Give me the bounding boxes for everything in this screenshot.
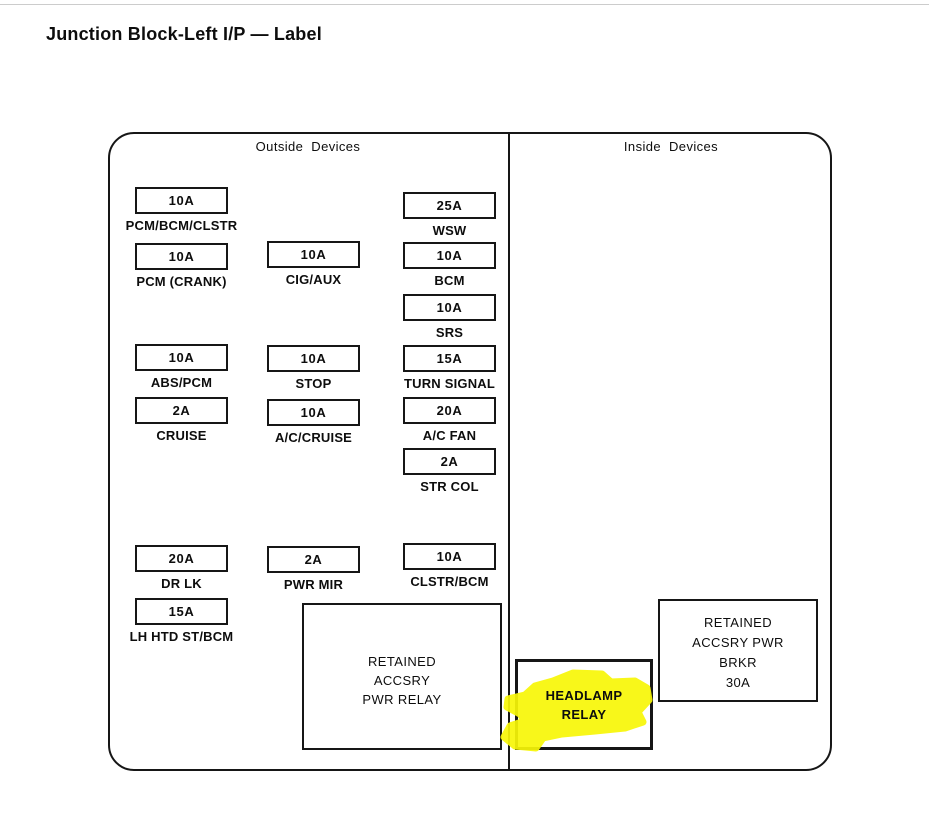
fuse-label: BCM bbox=[434, 273, 465, 288]
fuse-str-col: 2A STR COL bbox=[403, 448, 496, 494]
fuse-pcm-crank: 10A PCM (CRANK) bbox=[135, 243, 228, 289]
fuse-label: STR COL bbox=[420, 479, 479, 494]
fuse-amp: 20A bbox=[135, 545, 228, 572]
fuse-pcm-bcm-clstr: 10A PCM/BCM/CLSTR bbox=[126, 187, 237, 233]
fuse-abs-pcm: 10A ABS/PCM bbox=[135, 344, 228, 390]
box-text-line: RETAINED bbox=[704, 614, 772, 630]
box-text-line: 30A bbox=[725, 674, 751, 690]
fuse-label: STOP bbox=[295, 376, 332, 391]
fuse-label: DR LK bbox=[161, 576, 202, 591]
fuse-amp: 10A bbox=[135, 344, 228, 371]
fuse-label: TURN SIGNAL bbox=[403, 376, 496, 391]
fuse-amp: 2A bbox=[403, 448, 496, 475]
fuse-cig-aux: 10A CIG/AUX bbox=[267, 241, 360, 287]
page-top-edge bbox=[0, 4, 929, 5]
fuse-label: SRS bbox=[435, 325, 464, 340]
fuse-lh-htd-st-bcm: 15A LH HTD ST/BCM bbox=[130, 598, 233, 644]
fuse-amp: 10A bbox=[135, 187, 228, 214]
fuse-amp: 15A bbox=[135, 598, 228, 625]
fuse-srs: 10A SRS bbox=[403, 294, 496, 340]
fuse-ac-fan: 20A A/C FAN bbox=[403, 397, 496, 443]
fuse-amp: 10A bbox=[267, 241, 360, 268]
section-header-outside: Outside Devices bbox=[255, 139, 361, 154]
fuse-amp: 2A bbox=[267, 546, 360, 573]
fuse-label: WSW bbox=[432, 223, 467, 238]
retained-accsry-pwr-brkr-box: RETAINED ACCSRY PWR BRKR 30A bbox=[658, 599, 818, 702]
retained-accsry-pwr-relay-box: RETAINED ACCSRY PWR RELAY bbox=[302, 603, 502, 750]
fuse-label: CRUISE bbox=[156, 428, 207, 443]
fuse-amp: 10A bbox=[267, 399, 360, 426]
box-text-line: ACCSRY bbox=[373, 673, 431, 688]
fuse-dr-lk: 20A DR LK bbox=[135, 545, 228, 591]
fuse-label: ABS/PCM bbox=[150, 375, 213, 390]
box-text-line: PWR RELAY bbox=[362, 692, 442, 707]
headlamp-relay-box: HEADLAMP RELAY bbox=[515, 659, 653, 750]
box-text-line: RETAINED bbox=[368, 654, 436, 669]
page-title: Junction Block-Left I/P — Label bbox=[46, 24, 322, 44]
fuse-bcm: 10A BCM bbox=[403, 242, 496, 288]
fuse-label: CIG/AUX bbox=[285, 272, 342, 287]
fuse-label: CLSTR/BCM bbox=[410, 574, 489, 589]
box-text-line: ACCSRY PWR bbox=[692, 634, 784, 650]
fuse-amp: 15A bbox=[403, 345, 496, 372]
fuse-amp: 10A bbox=[267, 345, 360, 372]
fuse-amp: 10A bbox=[403, 242, 496, 269]
section-header-inside: Inside Devices bbox=[623, 139, 719, 154]
fuse-wsw: 25A WSW bbox=[403, 192, 496, 238]
box-text-line: HEADLAMP bbox=[545, 688, 623, 703]
fuse-amp: 10A bbox=[135, 243, 228, 270]
fuse-clstr-bcm: 10A CLSTR/BCM bbox=[403, 543, 496, 589]
fuse-label: LH HTD ST/BCM bbox=[129, 629, 234, 644]
panel-divider bbox=[508, 133, 510, 770]
fuse-turn-signal: 15A TURN SIGNAL bbox=[403, 345, 496, 391]
fuse-amp: 10A bbox=[403, 543, 496, 570]
box-text-line: BRKR bbox=[719, 654, 757, 670]
fuse-amp: 2A bbox=[135, 397, 228, 424]
fuse-amp: 20A bbox=[403, 397, 496, 424]
fuse-stop: 10A STOP bbox=[267, 345, 360, 391]
fuse-label: PWR MIR bbox=[283, 577, 344, 592]
box-text-line: RELAY bbox=[561, 707, 607, 722]
fuse-ac-cruise: 10A A/C/CRUISE bbox=[267, 399, 360, 445]
fuse-label: PCM/BCM/CLSTR bbox=[125, 218, 238, 233]
fuse-amp: 10A bbox=[403, 294, 496, 321]
fuse-amp: 25A bbox=[403, 192, 496, 219]
fuse-cruise: 2A CRUISE bbox=[135, 397, 228, 443]
fuse-label: A/C/CRUISE bbox=[274, 430, 353, 445]
fuse-label: A/C FAN bbox=[422, 428, 477, 443]
fuse-label: PCM (CRANK) bbox=[136, 274, 227, 289]
fuse-pwr-mir: 2A PWR MIR bbox=[267, 546, 360, 592]
